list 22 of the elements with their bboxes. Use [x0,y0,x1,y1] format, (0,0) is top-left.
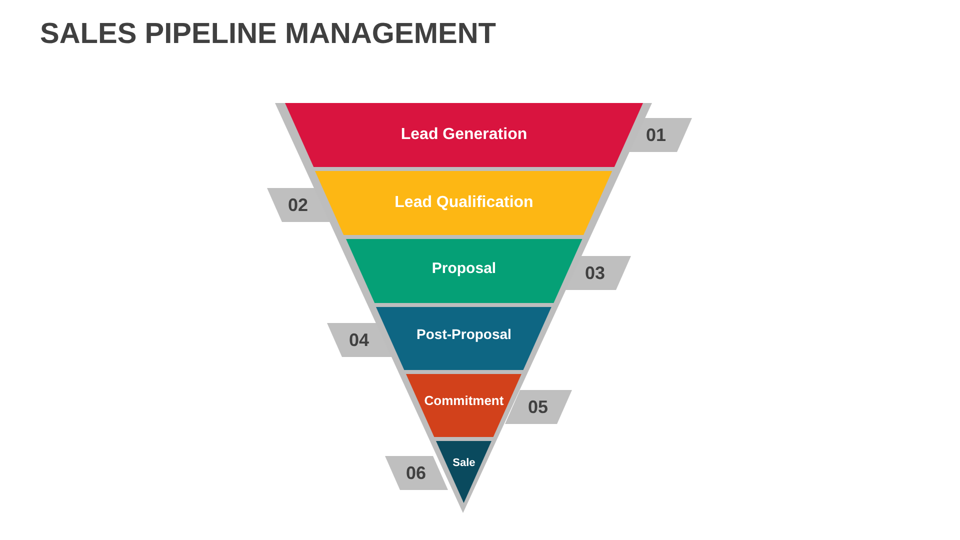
stage-label: Lead Generation [400,126,528,144]
step-number: 02 [288,196,308,214]
slide-title: SALES PIPELINE MANAGEMENT [40,17,496,51]
step-number: 05 [528,398,548,416]
stage-label: Sale [452,456,476,470]
stage-label: Commitment [424,394,504,408]
step-number: 01 [646,126,666,144]
stage-label: Proposal [432,260,496,278]
funnel-stage [346,239,582,303]
funnel-stage [315,171,613,235]
stage-label: Post-Proposal [416,327,512,343]
number-tab [565,256,631,290]
stage-label: Lead Qualification [394,194,534,212]
number-tab [505,390,572,424]
step-number: 06 [406,464,426,482]
funnel-stage [376,307,552,370]
step-number: 04 [348,331,370,349]
funnel-stage [285,103,643,167]
funnel-stage [436,441,492,503]
funnel-stage [406,374,522,437]
step-number: 03 [584,264,606,282]
number-tab [385,456,448,490]
